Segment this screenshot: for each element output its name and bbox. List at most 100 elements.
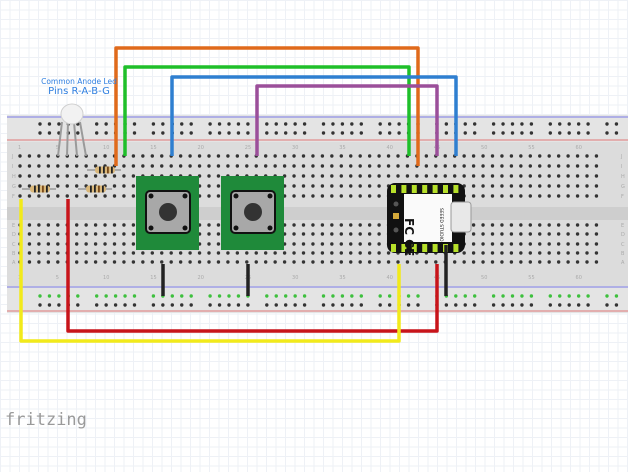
hole [339,260,343,264]
hole [490,184,495,188]
hole [141,251,145,255]
hole [301,194,306,198]
hole [500,251,504,255]
hole [273,260,277,264]
hole [367,184,372,188]
rail-hole [265,294,269,298]
hole [547,223,551,227]
hole [160,260,164,264]
hole [254,260,258,264]
hole [367,164,372,168]
row-letter: C [621,242,625,248]
hole [367,154,372,158]
pushbutton-screw [182,225,188,231]
hole [509,154,514,158]
column-number: 25 [245,145,251,151]
hole [566,223,570,227]
hole [538,260,542,264]
hole [37,251,41,255]
pushbutton-cap [159,203,177,221]
hole [585,232,589,236]
pushbutton-screw [148,225,154,231]
hole [566,194,570,198]
rail-hole [236,122,241,126]
hole [46,232,51,236]
hole [37,164,41,168]
hole [18,174,22,178]
hole [490,223,495,227]
rail-hole [473,122,477,126]
rail-hole [227,122,231,126]
hole [462,154,466,158]
hole [349,194,353,198]
column-number: 35 [339,145,345,151]
rail-hole [416,294,420,298]
hole [65,174,69,178]
rail-hole [132,294,137,298]
rail-hole [95,131,99,135]
hole [538,232,542,236]
rail-hole [227,294,231,298]
hole [160,154,164,158]
hole [226,260,230,264]
hole [547,174,551,178]
hole [320,174,325,178]
hole [330,194,334,198]
row-letter: F [621,194,624,200]
rail-hole [387,294,392,298]
xiao-pin [422,185,428,193]
xiao-pin [411,244,417,252]
hole [528,260,532,264]
rail-hole [180,294,184,298]
hole [443,154,447,158]
rail-hole [180,122,184,126]
hole [339,232,343,236]
bottom-power-rail [7,286,628,313]
hole [84,164,88,168]
hole [443,164,447,168]
rail-hole [501,303,505,307]
hole [216,223,221,227]
row-letter: A [12,260,16,266]
hole [207,223,211,227]
rail-hole [406,294,411,298]
hole [349,174,353,178]
rail-hole [340,294,345,298]
hole [207,260,211,264]
hole [471,242,476,246]
rail-hole [217,122,222,126]
hole [75,223,79,227]
hole [245,154,249,158]
rail-hole [501,131,505,135]
rail-hole [57,294,61,298]
rail-hole [520,131,524,135]
hole [575,184,580,188]
hole [18,194,22,198]
row-letter: I [12,164,13,170]
usb-c-port [450,201,472,233]
rail-hole [38,303,42,307]
hole [519,164,523,168]
hole [339,251,343,255]
hole [594,174,599,178]
rail-hole [576,122,581,126]
hole [500,184,504,188]
hole [150,260,154,264]
hole [471,154,476,158]
hole [112,242,117,246]
wire-red [66,199,439,333]
hole [556,184,561,188]
hole [462,164,466,168]
hole [320,223,325,227]
rail-hole [605,303,609,307]
hole [320,164,325,168]
hole [575,232,580,236]
hole [46,242,51,246]
rail-hole [576,303,581,307]
resistor-band [34,185,36,193]
hole [46,164,51,168]
hole [594,164,599,168]
column-number: 1 [18,145,21,151]
hole [386,260,391,264]
xiao-pin [411,185,417,193]
